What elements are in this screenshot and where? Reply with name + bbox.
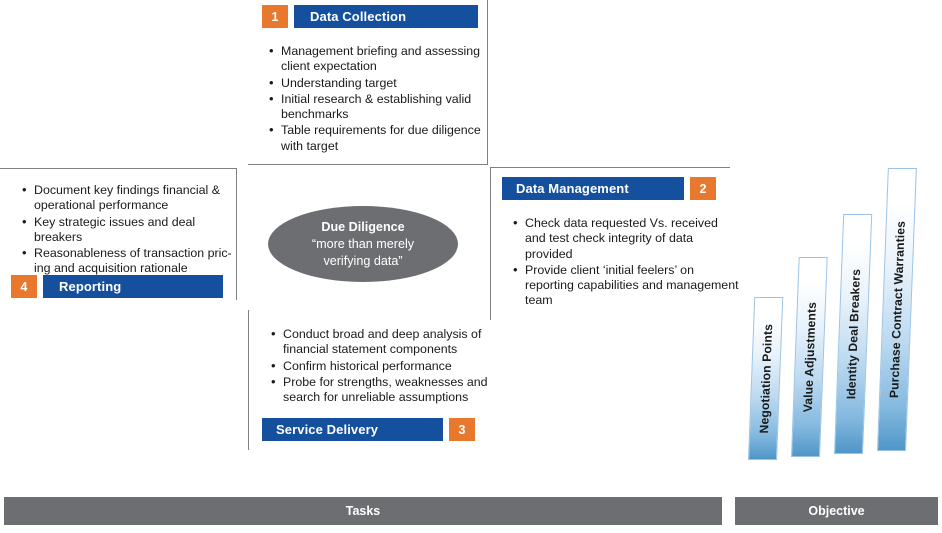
list-item: Key strategic issues and deal breakers	[22, 214, 242, 246]
step-number-badge-2: 2	[690, 177, 716, 200]
staircase-step-label: Value Adjustments	[800, 301, 819, 413]
list-item: Provide client ‘initial feelers’ on repo…	[513, 262, 739, 309]
list-item: Conduct broad and deep analysis of finan…	[271, 326, 497, 358]
step-title-data-collection: Data Collection	[294, 5, 478, 28]
step-number-badge-4: 4	[11, 275, 37, 298]
footer-tasks-label: Tasks	[345, 504, 381, 518]
panel-reporting: Document key findings financial & operat…	[0, 168, 237, 300]
due-diligence-ellipse: Due Diligence “more than merely verifyin…	[268, 206, 458, 282]
staircase-step-negotiation-points: Negotiation Points	[748, 297, 784, 460]
header-strip-reporting: 4 Reporting	[11, 275, 223, 298]
strip-gap	[443, 418, 449, 441]
bullet-list-service-delivery: Conduct broad and deep analysis of finan…	[266, 326, 497, 406]
list-item: Understanding target	[269, 75, 491, 91]
bullet-list-data-collection: Management briefing and assessing client…	[264, 43, 491, 155]
header-strip-data-collection: 1 Data Collection	[262, 5, 478, 28]
ellipse-title: Due Diligence	[321, 219, 405, 234]
list-item: Management briefing and assessing client…	[269, 43, 491, 75]
footer-bar-tasks: Tasks	[4, 497, 722, 525]
header-strip-data-management: Data Management 2	[502, 177, 716, 200]
list-item: Probe for strengths, weaknesses and sear…	[271, 374, 497, 406]
list-item: Initial research & establishing valid be…	[269, 91, 491, 123]
bullet-list-reporting: Document key findings financial & operat…	[17, 182, 242, 278]
footer-objective-label: Objective	[808, 504, 865, 518]
step-number-badge-3: 3	[449, 418, 475, 441]
strip-gap	[37, 275, 43, 298]
staircase-step-label: Identity Deal Breakers	[843, 268, 863, 400]
step-title-reporting: Reporting	[43, 275, 223, 298]
ellipse-subtitle-line-1: “more than merely	[311, 236, 415, 251]
panel-data-management: Data Management 2 Check data requested V…	[490, 167, 739, 320]
bullet-list-data-management: Check data requested Vs. received and te…	[508, 215, 739, 310]
list-item: Reasonableness of transaction pric-ing a…	[22, 245, 242, 277]
staircase-step-label: Purchase Contract Warranties	[886, 220, 908, 399]
step-title-data-management: Data Management	[502, 177, 684, 200]
panel-data-collection: 1 Data Collection Management briefing an…	[248, 0, 488, 165]
staircase-step-purchase-contract-warranties: Purchase Contract Warranties	[877, 168, 917, 451]
header-strip-service-delivery: Service Delivery 3	[262, 418, 475, 441]
step-number-badge-1: 1	[262, 5, 288, 28]
footer-bar-objective: Objective	[735, 497, 938, 525]
list-item: Table requirements for due diligence wit…	[269, 122, 491, 154]
staircase-step-label: Negotiation Points	[756, 323, 775, 434]
panel-service-delivery: Conduct broad and deep analysis of finan…	[248, 310, 488, 450]
strip-gap	[288, 5, 294, 28]
list-item: Document key findings financial & operat…	[22, 182, 242, 214]
objective-staircase: Negotiation Points Value Adjustments Ide…	[736, 155, 936, 475]
ellipse-subtitle-line-2: verifying data”	[323, 253, 403, 268]
staircase-step-identity-deal-breakers: Identity Deal Breakers	[834, 214, 873, 454]
staircase-step-value-adjustments: Value Adjustments	[791, 257, 828, 457]
list-item: Check data requested Vs. received and te…	[513, 215, 739, 262]
list-item: Confirm historical performance	[271, 358, 497, 374]
strip-gap	[684, 177, 690, 200]
step-title-service-delivery: Service Delivery	[262, 418, 443, 441]
